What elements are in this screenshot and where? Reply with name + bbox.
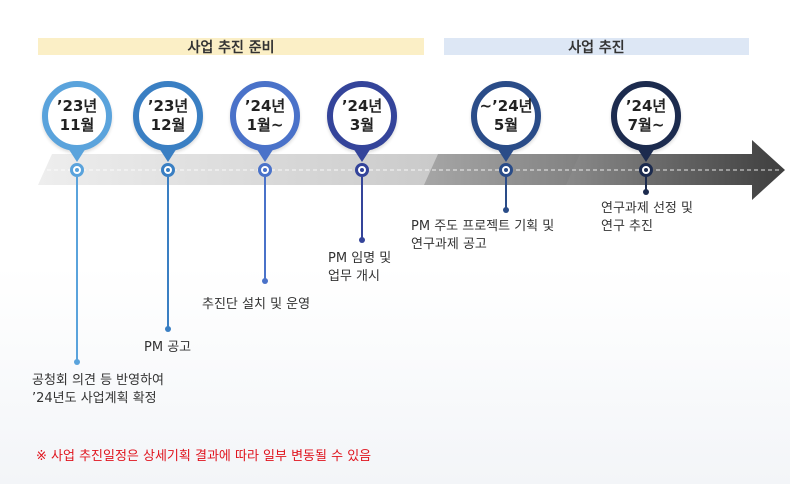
milestone-event-line: ’24년도 사업계획 확정	[32, 391, 157, 406]
milestone-pin-pointer	[159, 148, 177, 162]
milestone-date-line1: ’23년	[147, 97, 189, 115]
phase-band-prep: 사업 추진 준비	[38, 38, 424, 56]
milestone-event: PM 공고	[144, 339, 191, 357]
milestone-date-line1: ’23년	[56, 97, 98, 115]
milestone-event: 공청회 의견 등 반영하여 ’24년도 사업계획 확정	[32, 372, 164, 408]
milestone-connector-end	[165, 326, 171, 332]
milestone-event-line: PM 주도 프로젝트 기획 및	[411, 219, 555, 234]
milestone-date-line2: 11월	[59, 116, 95, 134]
milestone-date-line1: ’24년	[341, 97, 383, 115]
milestone-date-line2: 5월	[493, 116, 519, 134]
milestone-connector	[645, 177, 647, 192]
milestone-connector	[264, 177, 266, 281]
milestone-event-line: 연구과제 선정 및	[601, 201, 693, 216]
milestone-pin-pointer	[497, 148, 515, 162]
milestone-pin-pointer	[68, 148, 86, 162]
milestone-pin-pointer	[637, 148, 655, 162]
milestone-date-line2: 3월	[349, 116, 375, 134]
milestone-date-line2: 1월~	[246, 116, 284, 134]
milestone-connector-end	[643, 189, 649, 195]
phase-label-prep: 사업 추진 준비	[187, 39, 275, 56]
milestone-event-line: PM 공고	[144, 340, 192, 355]
milestone-date-line1: ~’24년	[479, 97, 533, 115]
milestone-pin-pointer	[256, 148, 274, 162]
milestone-marker	[70, 163, 84, 177]
milestone-date-line2: 12월	[150, 116, 186, 134]
milestone-marker	[639, 163, 653, 177]
milestone-event-line: PM 임명 및	[328, 251, 392, 266]
milestone-event-line: 추진단 설치 및 운영	[202, 297, 311, 312]
milestone-event-line: 연구과제 공고	[411, 237, 487, 252]
milestone-pin-pointer	[353, 148, 371, 162]
milestone-event-line: 업무 개시	[328, 269, 380, 284]
milestone-connector-end	[74, 359, 80, 365]
milestone-date-line1: ’24년	[244, 97, 286, 115]
milestone-date-line1: ’24년	[625, 97, 667, 115]
milestone-connector	[167, 177, 169, 329]
milestone-event-line: 공청회 의견 등 반영하여	[32, 373, 164, 388]
milestone-marker	[499, 163, 513, 177]
footnote: ※ 사업 추진일정은 상세기획 결과에 따라 일부 변동될 수 있음	[36, 449, 372, 464]
milestone-connector-end	[359, 237, 365, 243]
phase-label-exec: 사업 추진	[568, 39, 625, 56]
milestone-marker	[355, 163, 369, 177]
milestone-marker	[161, 163, 175, 177]
timeline-segment-head	[566, 140, 785, 200]
milestone-connector	[505, 177, 507, 210]
phase-band-exec: 사업 추진	[444, 38, 749, 56]
timeline-segment-light	[38, 154, 446, 185]
milestone-event-line: 연구 추진	[601, 219, 653, 234]
milestone-date-line2: 7월~	[627, 116, 665, 134]
milestone-connector-end	[503, 207, 509, 213]
milestone-connector	[76, 177, 78, 362]
milestone-connector-end	[262, 278, 268, 284]
milestone-event: 추진단 설치 및 운영	[202, 296, 310, 314]
milestone-connector	[361, 177, 363, 240]
milestone-marker	[258, 163, 272, 177]
